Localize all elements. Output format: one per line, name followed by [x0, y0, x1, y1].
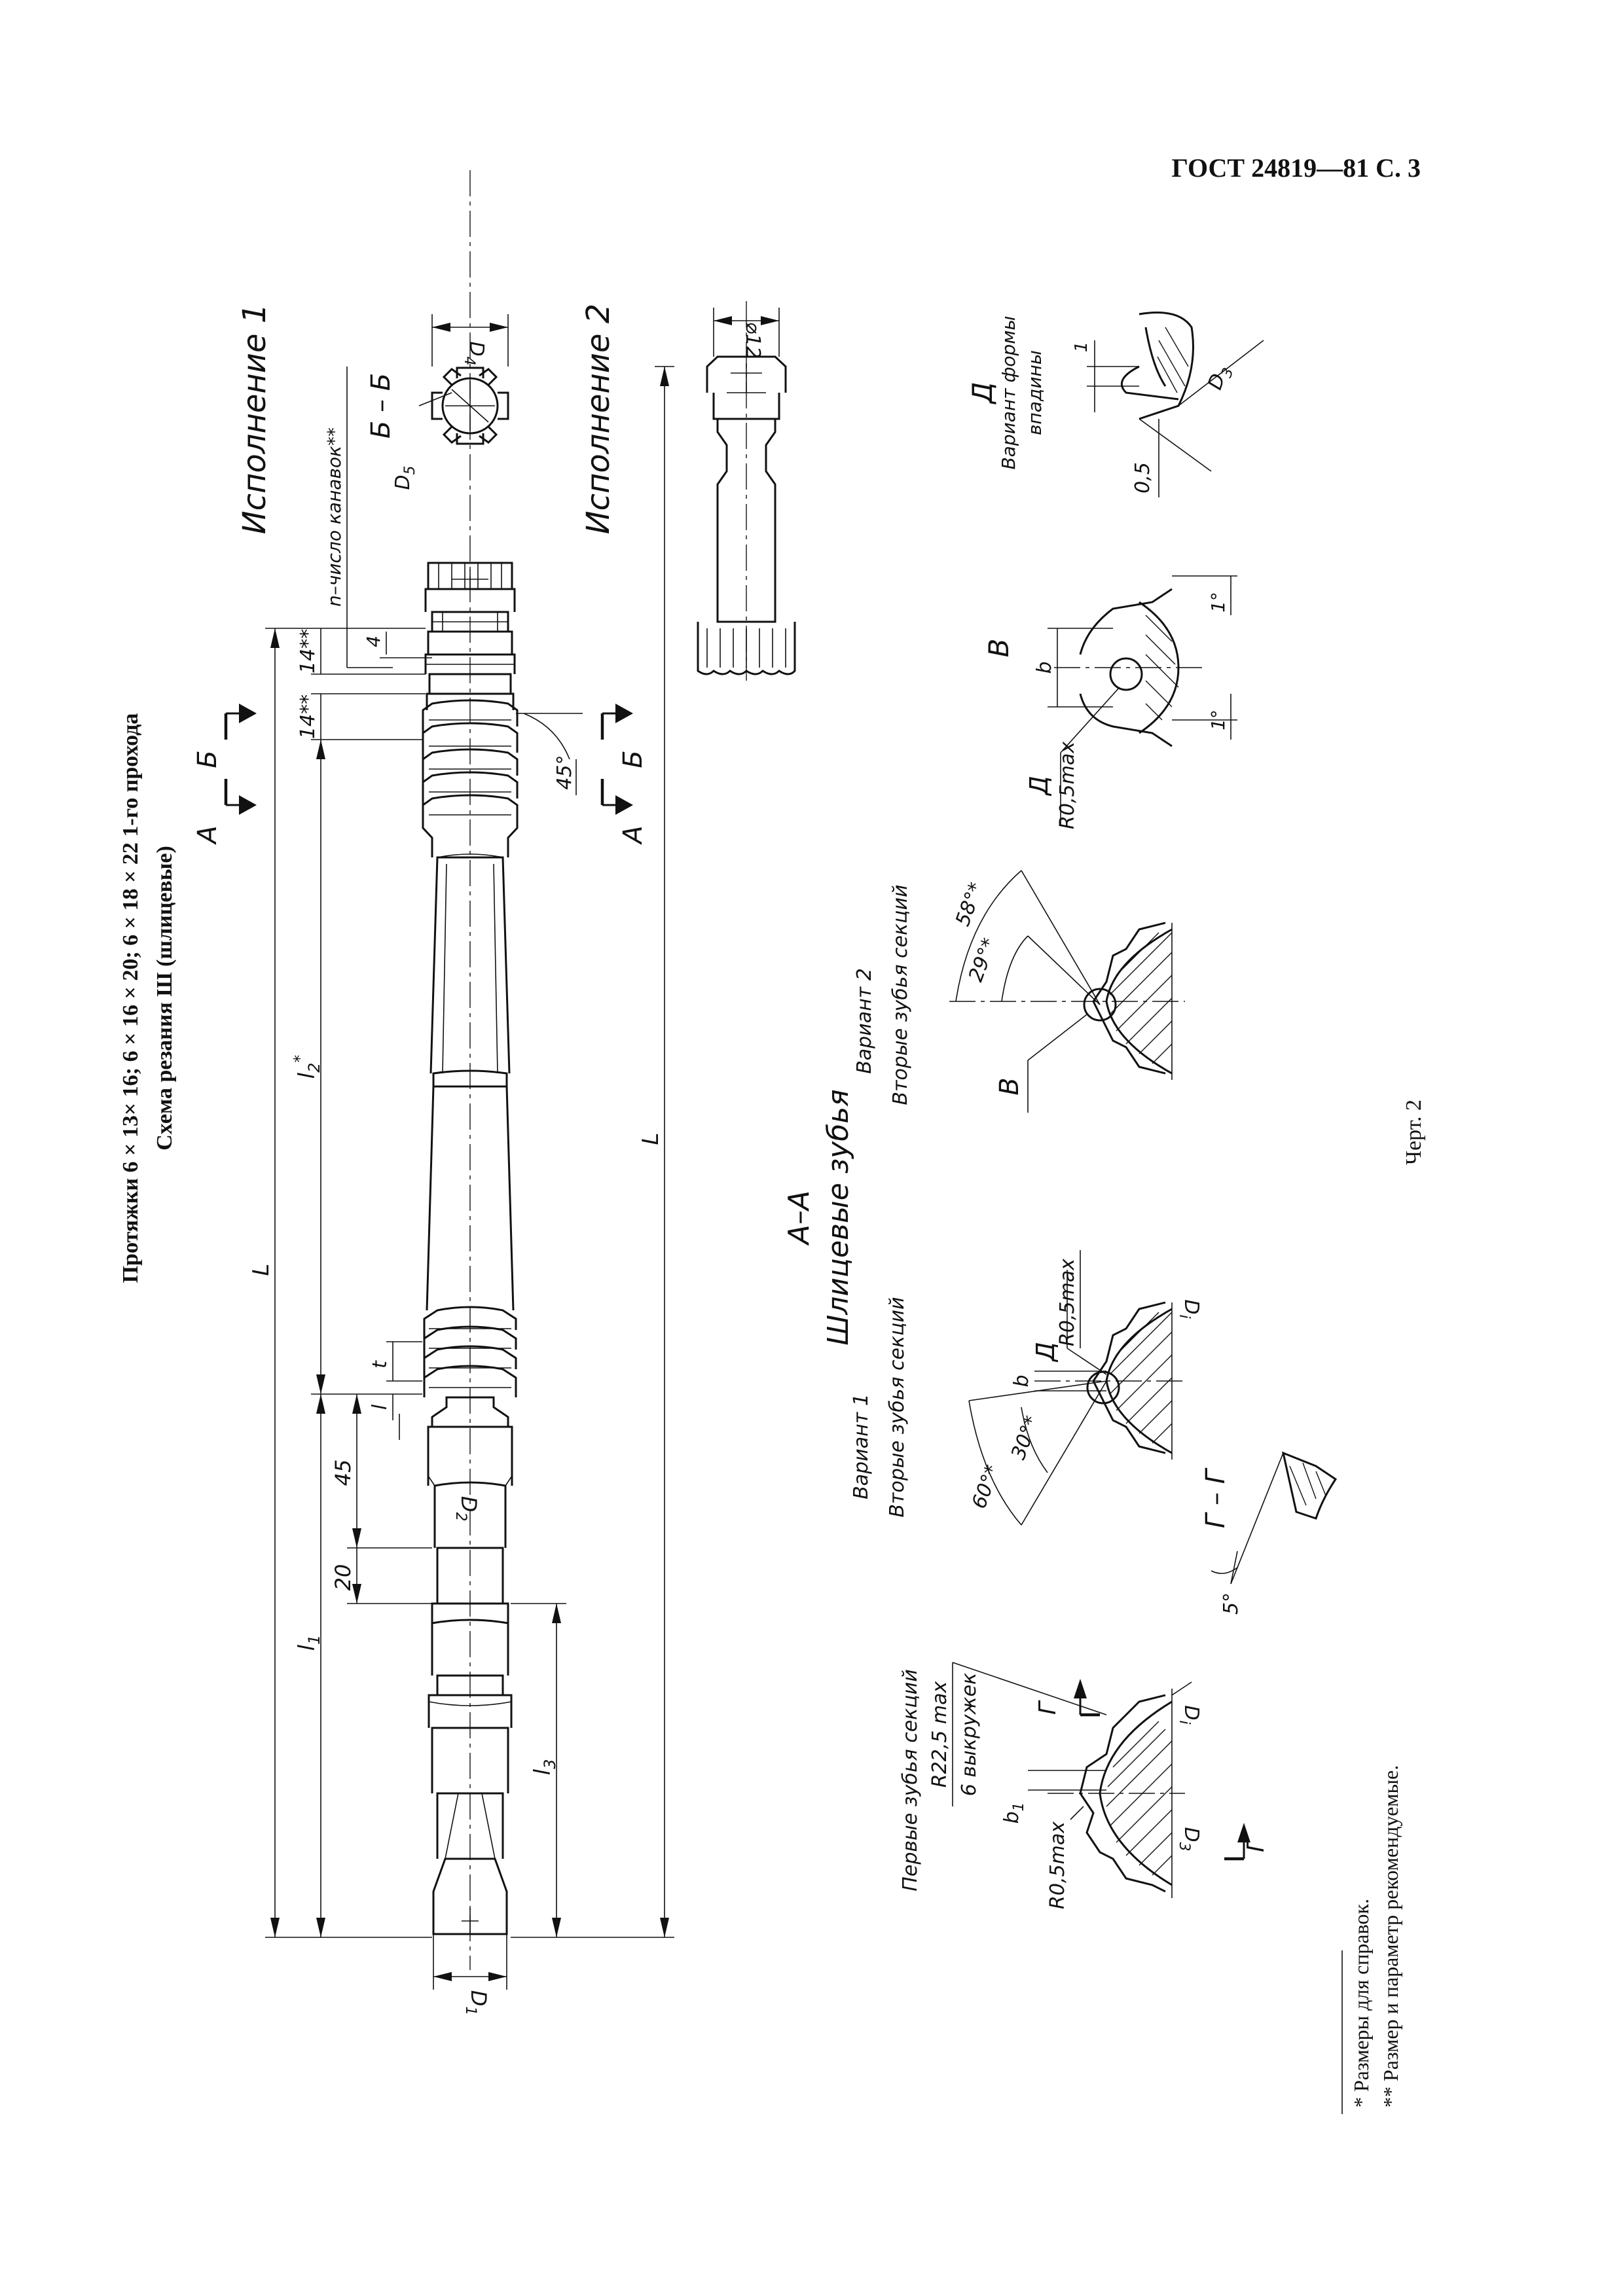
r05-view-v: R0,5max [1056, 742, 1079, 829]
dim-l-small: l [369, 1404, 392, 1410]
dim-45: 45 [331, 1460, 356, 1486]
variant-2-label: Исполнение 2 [580, 304, 617, 535]
section-BB: Б – Б D4 D5 [366, 314, 509, 490]
spline-teeth-title: Шлицевые зубья [822, 1089, 855, 1346]
dim-20: 20 [331, 1564, 356, 1591]
variant1-second-label: Вторые зубья секций [886, 1297, 909, 1517]
footnote-1: * Размеры для справок. [1349, 1899, 1373, 2108]
section-AA-title: А–А [782, 1191, 816, 1246]
valley-shape-2: впадины [1024, 350, 1046, 435]
dim-1deg-top: 1° [1207, 592, 1229, 613]
view-D-title: Д [966, 382, 998, 405]
dim-D3-first: D3 [1176, 1827, 1203, 1851]
dim-phi12: ⌀12 [741, 322, 764, 359]
dim-4: 4 [363, 636, 384, 647]
dim-l3: l3 [530, 1759, 559, 1776]
dim-half: 0,5 [1131, 462, 1154, 493]
cutouts-label: 6 выкружек [958, 1673, 981, 1797]
v-label-v2: В [994, 1077, 1025, 1095]
spline-teeth-lower [423, 1306, 517, 1427]
dim-Di-v1: Di [1176, 1299, 1203, 1318]
variant2-second-teeth: Вариант 2 Вторые зубья секций 58°* 29°* … [853, 870, 1185, 1113]
r05-v1: R0,5max [1056, 1259, 1079, 1346]
dim-b-v1: b [1010, 1374, 1033, 1387]
variant2-label: Вариант 2 [853, 968, 876, 1074]
view-V: В b 1° 1° Д R0,5max [983, 575, 1237, 829]
g-arrow-top: Г [1034, 1700, 1061, 1715]
variant2-second-label: Вторые зубья секций [889, 884, 912, 1105]
dim-60deg: 60°* [968, 1462, 1004, 1512]
broach-main-view [422, 170, 519, 1970]
variant-2-view: ⌀12 [697, 301, 796, 681]
first-teeth-label: Первые зубья секций [899, 1669, 922, 1891]
section-BB-title: Б – Б [366, 373, 396, 439]
dim-b-view-v: b [1033, 661, 1056, 673]
r22-label: R22,5 max [928, 1681, 951, 1787]
mark-B-bottom: Б [618, 750, 648, 768]
valley-shape-1: Вариант формы [998, 315, 1019, 469]
title-line2: Схема резания Ш (шлицевые) [153, 846, 177, 1151]
dim-l1: l1 [294, 1635, 323, 1651]
dim-5deg: 5° [1220, 1592, 1243, 1615]
dim-D1: D1 [462, 1990, 491, 2016]
variant-1-label: Исполнение 1 [236, 304, 273, 535]
spline-teeth-upper [422, 692, 519, 857]
section-GG: Г – Г 5° [1201, 1451, 1338, 1615]
dimensions-main: L L l1 l2* 45 20 t l [248, 366, 674, 2016]
d-label-view-v: Д [1025, 776, 1053, 797]
grooves-label: n–число канавок** [323, 427, 345, 607]
dim-l2: l2* [291, 1055, 323, 1079]
dim-D5: D5 [392, 465, 418, 490]
dim-L-right: L [638, 1133, 664, 1145]
g-arrow-bottom: Г [1243, 1837, 1269, 1852]
dim-L-left: L [248, 1264, 274, 1276]
drawing-caption: Черт. 2 [1402, 1100, 1426, 1165]
dim-45deg: 45° [553, 755, 576, 789]
dim-14-top: 14** [297, 629, 319, 673]
dim-t: t [369, 1360, 392, 1369]
standard-header: ГОСТ 24819—81 С. 3 [1171, 153, 1421, 183]
d-label-v1: Д [1031, 1342, 1060, 1363]
section-GG-title: Г – Г [1201, 1467, 1231, 1528]
mark-A-top: А [192, 825, 223, 845]
r05-first: R0,5max [1046, 1821, 1069, 1909]
mark-A-bottom: А [618, 825, 648, 845]
dim-14-mid: 14** [297, 694, 319, 739]
dim-Di-first: Di [1176, 1705, 1203, 1724]
dim-29deg: 29°* [964, 935, 1001, 985]
dim-1deg-bottom: 1° [1207, 709, 1229, 730]
dim-b1: b1 [1000, 1802, 1027, 1823]
dim-D2: D2 [452, 1496, 481, 1522]
variant1-second-teeth: Вариант 1 Вторые зубья секций 60°* 30°* … [850, 1250, 1203, 1526]
first-teeth-view: Первые зубья секций R22,5 max 6 выкружек… [899, 1662, 1269, 1909]
dim-one: 1 [1072, 342, 1091, 353]
mark-B-top: Б [192, 750, 223, 768]
dim-D3-view-d: D3 [1203, 362, 1237, 394]
variant1-label: Вариант 1 [850, 1393, 873, 1499]
view-D: Д Вариант формы впадины 1 D3 0,5 [966, 312, 1264, 497]
view-V-title: В [983, 639, 1015, 658]
section-marks: А Б А Б [192, 704, 648, 846]
dim-30deg: 30°* [1007, 1413, 1044, 1463]
footnote-2: ** Размер и параметр рекомендуемые. [1379, 1765, 1402, 2108]
title-line1: Протяжки 6 × 13× 16; 6 × 16 × 20; 6 × 18… [119, 713, 143, 1283]
dim-D4: D4 [461, 341, 488, 365]
dim-58deg: 58°* [951, 880, 988, 929]
